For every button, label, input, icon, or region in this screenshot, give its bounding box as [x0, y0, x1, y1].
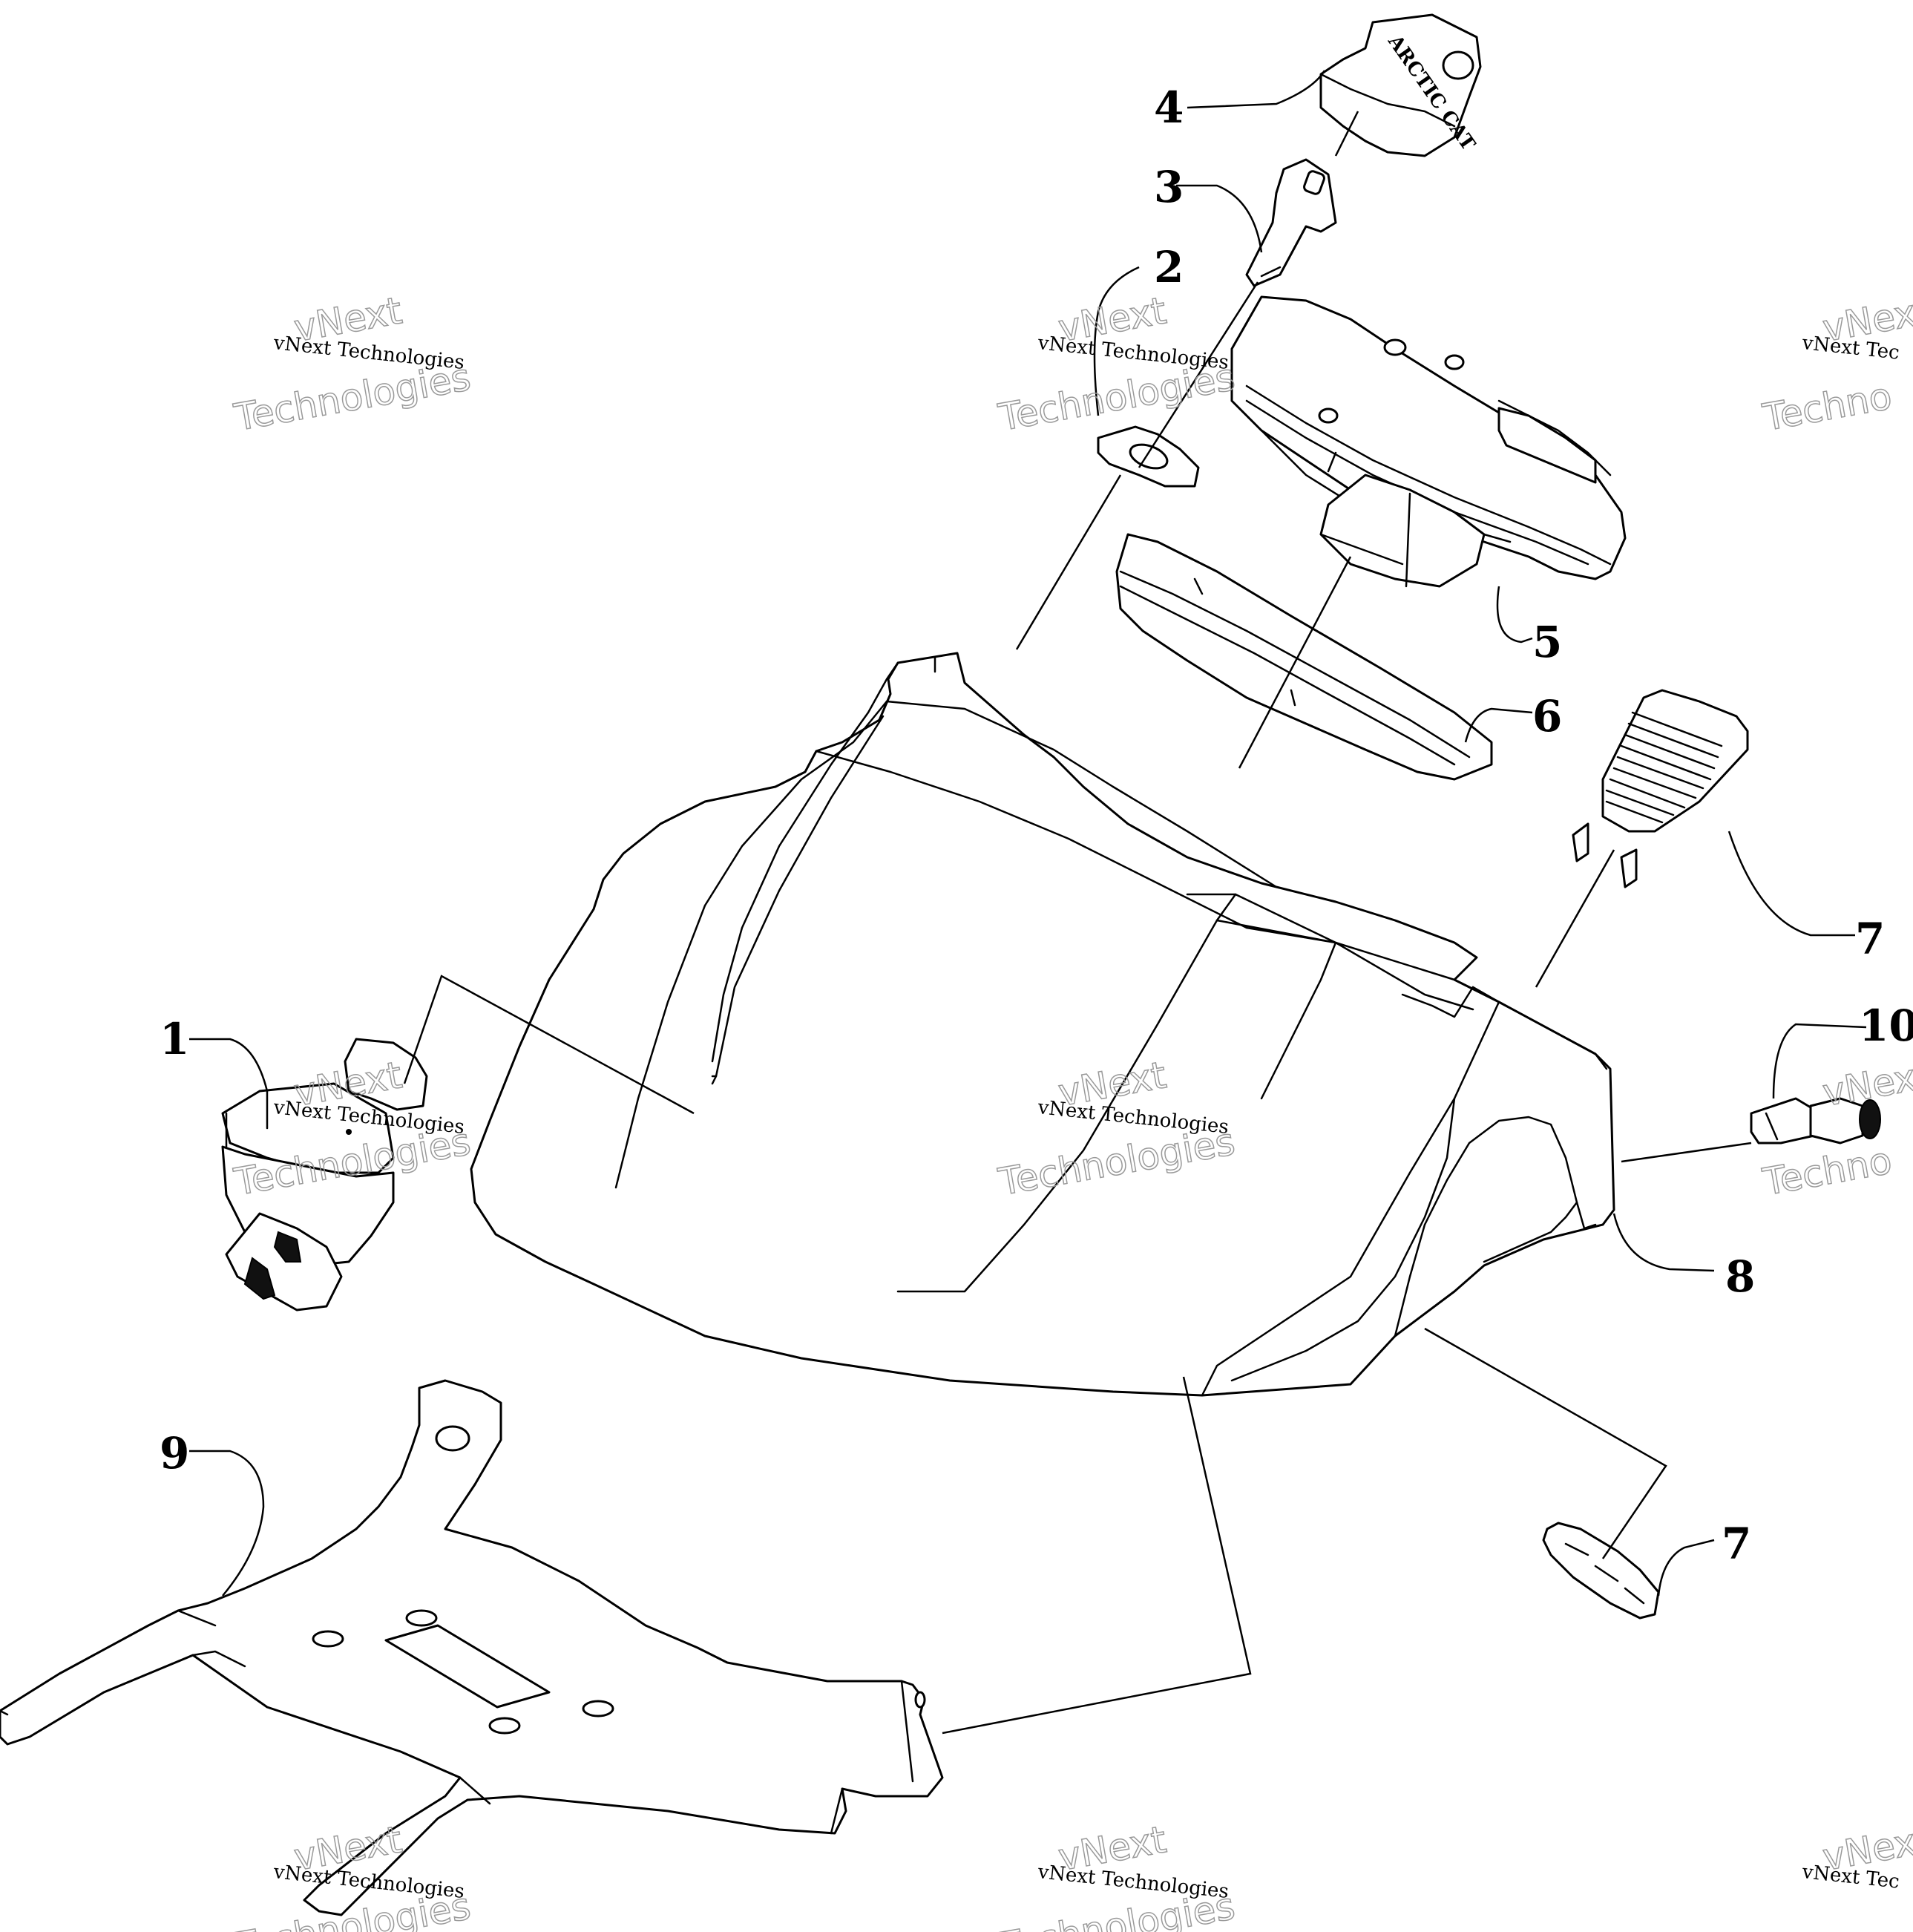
callout-3: 3	[1154, 162, 1184, 212]
callout-6: 6	[1532, 691, 1562, 741]
mounting-bracket	[0, 1379, 944, 1916]
callout-1: 1	[160, 1014, 189, 1064]
callout-7-nut: 7	[1722, 1519, 1751, 1569]
watermark-top-center: vNext Technologies vNext Technologies	[994, 289, 1238, 440]
svg-text:vNext: vNext	[1820, 1053, 1913, 1114]
key-cap: ARCTIC CAT	[1319, 13, 1482, 157]
rocker-switch	[1572, 689, 1749, 888]
switch-ridges	[1605, 711, 1723, 824]
callout-9: 9	[160, 1428, 189, 1479]
leader-lines	[189, 70, 1867, 1735]
watermark-top-right: vNext Techno vNext Tec	[1759, 289, 1913, 440]
push-rivet	[1750, 1097, 1881, 1145]
bezel-ring	[1115, 533, 1493, 781]
callout-labels: 1 2 3 4 5 6 7 7 8 9 10	[160, 82, 1913, 1569]
svg-text:vNext Technologies: vNext Technologies	[1036, 1861, 1230, 1903]
callout-4: 4	[1154, 82, 1184, 133]
svg-text:Techno: Techno	[1759, 1139, 1895, 1204]
key	[1245, 158, 1337, 287]
watermark-bottom-left: vNext Technologies vNext Technologies	[230, 1818, 474, 1932]
callout-8: 8	[1725, 1251, 1755, 1302]
watermark-top-left: vNext Technologies vNext Technologies	[230, 289, 474, 440]
gauge-speedometer	[1230, 295, 1627, 588]
callout-10: 10	[1859, 1001, 1913, 1051]
svg-text:vNext Technologies: vNext Technologies	[1036, 332, 1230, 374]
mounting-nut	[1542, 1522, 1660, 1620]
svg-text:Techno: Techno	[1759, 374, 1895, 439]
watermark-bottom-right: vNext vNext Tec	[1800, 1818, 1913, 1893]
svg-text:vNext Technologies: vNext Technologies	[272, 332, 465, 374]
callout-5: 5	[1532, 617, 1562, 667]
callout-7-switch: 7	[1855, 914, 1885, 964]
watermark-bottom-center: vNext Technologies vNext Technologies	[994, 1818, 1238, 1932]
dash-console-housing	[470, 652, 1615, 1397]
bushing	[1097, 425, 1200, 488]
callout-2: 2	[1154, 242, 1184, 292]
ignition-switch	[221, 1038, 428, 1312]
